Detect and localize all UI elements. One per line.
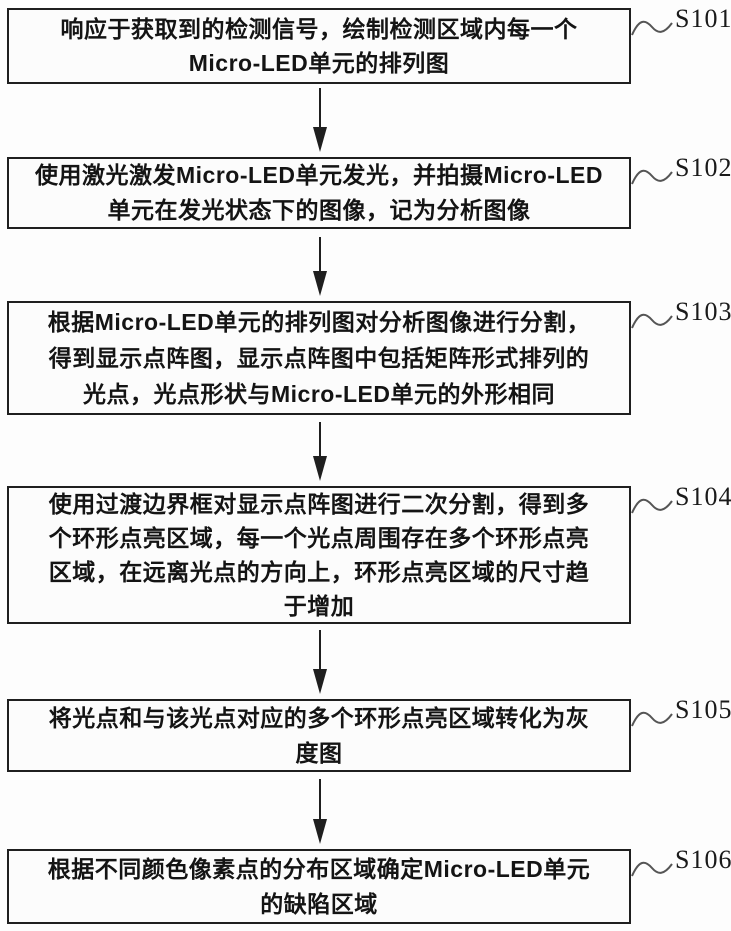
flow-arrow-1 xyxy=(312,88,328,152)
step-box-s101: 响应于获取到的检测信号，绘制检测区域内每一个 Micro-LED单元的排列图 xyxy=(7,8,631,84)
step-label-s101: S101 xyxy=(675,4,731,33)
label-connector-squiggle xyxy=(631,498,673,514)
step-label-s103: S103 xyxy=(675,297,731,326)
step-label-s106: S106 xyxy=(675,845,731,874)
flow-arrow-5 xyxy=(312,779,328,844)
arrow-head-icon xyxy=(313,819,327,844)
arrow-head-icon xyxy=(313,669,327,694)
step-box-s103: 根据Micro-LED单元的排列图对分析图像进行分割， 得到显示点阵图，显示点阵… xyxy=(7,301,631,415)
arrow-shaft xyxy=(318,630,322,669)
step-tag-s104: S104 xyxy=(631,484,731,521)
step-tag-s101: S101 xyxy=(631,6,731,43)
step-box-s106: 根据不同颜色像素点的分布区域确定Micro-LED单元 的缺陷区域 xyxy=(7,849,631,924)
step-tag-s103: S103 xyxy=(631,299,731,336)
flow-arrow-2 xyxy=(312,237,328,296)
arrow-shaft xyxy=(318,422,322,456)
arrow-head-icon xyxy=(313,456,327,481)
flow-arrow-4 xyxy=(312,630,328,694)
arrow-head-icon xyxy=(313,271,327,296)
step-tag-s102: S102 xyxy=(631,155,731,192)
step-box-s104: 使用过渡边界框对显示点阵图进行二次分割，得到多 个环形点亮区域，每一个光点周围存… xyxy=(7,486,631,624)
label-connector-squiggle xyxy=(631,861,673,877)
step-box-s102: 使用激光激发Micro-LED单元发光，并拍摄Micro-LED 单元在发光状态… xyxy=(7,157,631,229)
step-tag-s105: S105 xyxy=(631,697,731,734)
arrow-head-icon xyxy=(313,127,327,152)
step-box-s105: 将光点和与该光点对应的多个环形点亮区域转化为灰 度图 xyxy=(7,699,631,772)
label-connector-squiggle xyxy=(631,711,673,727)
step-tag-s106: S106 xyxy=(631,847,731,884)
step-label-s104: S104 xyxy=(675,482,731,511)
label-connector-squiggle xyxy=(631,20,673,36)
step-label-s105: S105 xyxy=(675,695,731,724)
label-connector-squiggle xyxy=(631,169,673,185)
flow-arrow-3 xyxy=(312,422,328,481)
arrow-shaft xyxy=(318,237,322,271)
arrow-shaft xyxy=(318,779,322,819)
arrow-shaft xyxy=(318,88,322,127)
step-label-s102: S102 xyxy=(675,153,731,182)
label-connector-squiggle xyxy=(631,313,673,329)
